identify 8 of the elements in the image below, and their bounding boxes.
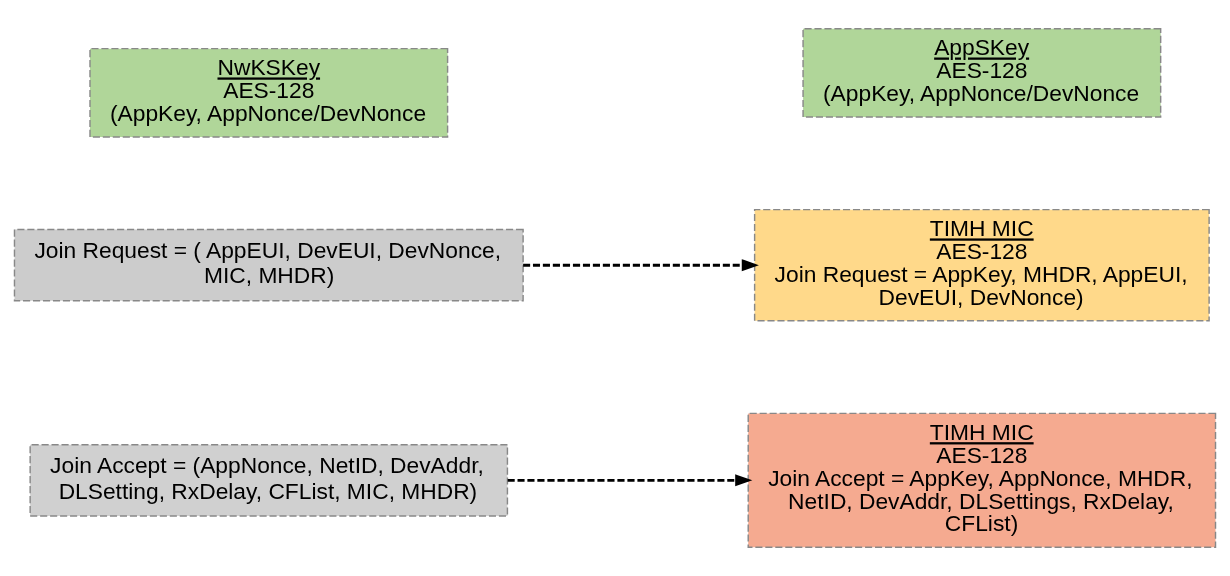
node-box: Join Accept = (AppNonce, NetID, DevAddr, DLSetting, RxDelay, CFList, MIC, MHDR)	[29, 444, 509, 517]
node-box: Join Request = ( AppEUI, DevEUI, DevNonce, MIC, MHDR)	[13, 228, 524, 302]
node-box: AppSKey AES-128 (AppKey, AppNonce/DevNonce	[802, 28, 1162, 118]
arrow	[507, 474, 753, 487]
node-box: NwKSKey AES-128 (AppKey, AppNonce/DevNonce	[89, 47, 449, 138]
node-box: TIMH MIC AES-128 Join Request = AppKey, MHDR, AppEUI, DevEUI, DevNonce)	[753, 208, 1210, 322]
node-box: TIMH MIC AES-128 Join Accept = AppKey, AppNonce, MHDR, NetID, DevAddr, DLSettings, RxDelay, CFList)	[747, 412, 1217, 548]
arrow	[523, 259, 759, 272]
